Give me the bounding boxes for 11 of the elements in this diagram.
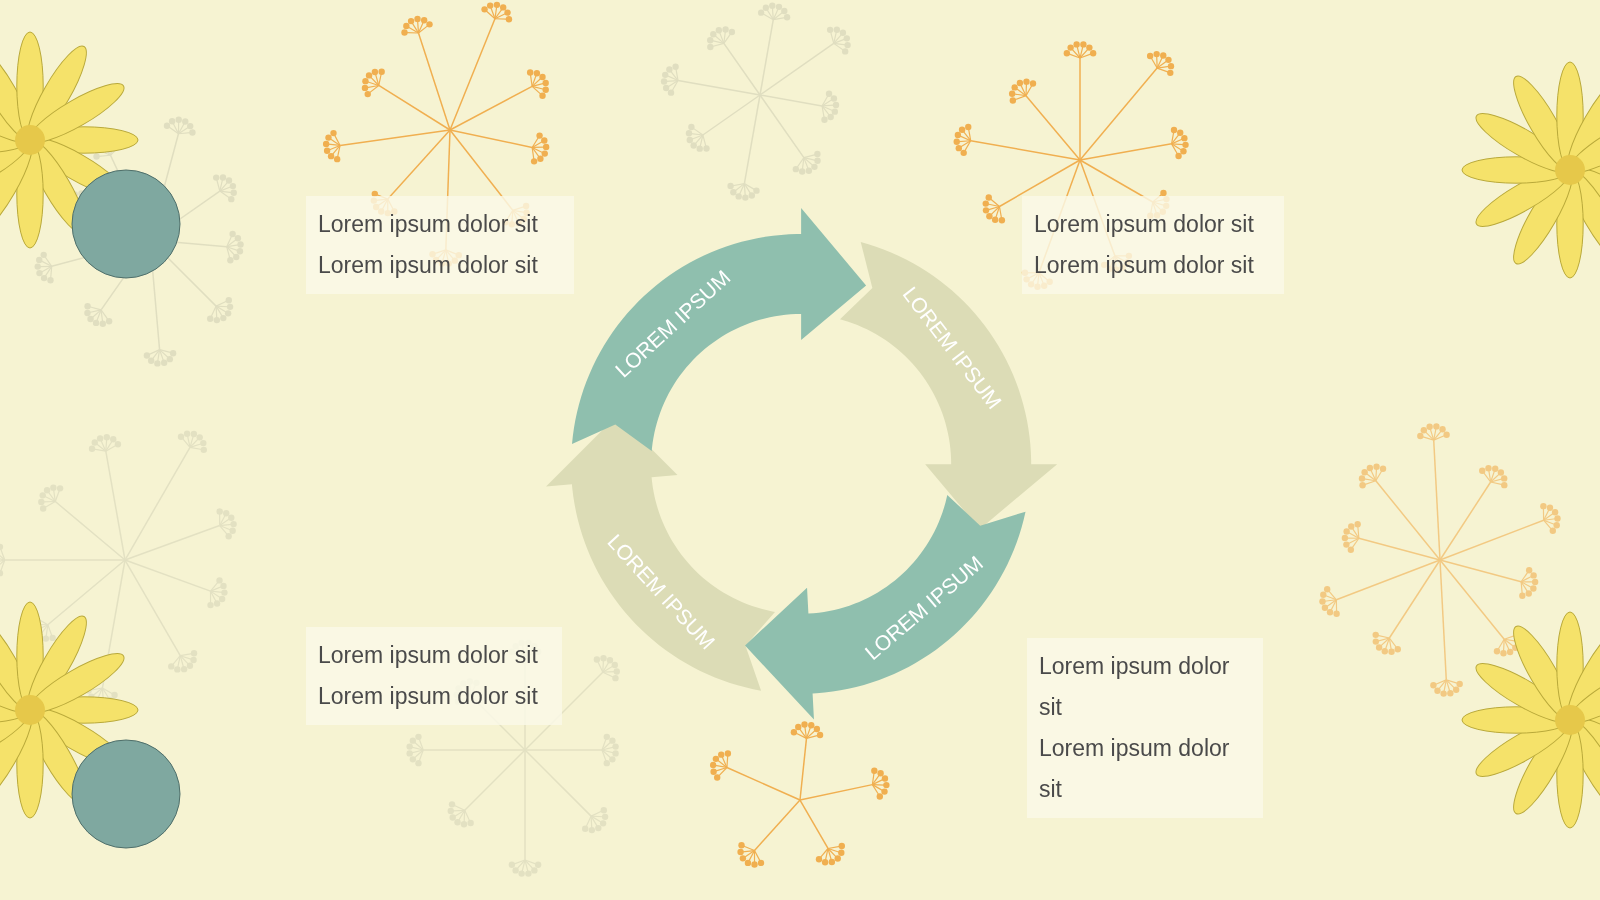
body-text: Lorem ipsum dolor sit (1034, 251, 1255, 280)
body-text: Lorem ipsum dolor sit (1034, 210, 1255, 239)
text-panel (306, 196, 574, 294)
text-panel (306, 627, 562, 725)
body-text: Lorem ipsum dolor sit (1039, 734, 1231, 804)
body-text: Lorem ipsum dolor sit (318, 210, 539, 239)
body-text: Lorem ipsum dolor sit (318, 251, 539, 280)
body-text: Lorem ipsum dolor sit (318, 682, 539, 711)
text-panel (1022, 196, 1284, 294)
body-text: Lorem ipsum dolor sit (318, 641, 539, 670)
body-text: Lorem ipsum dolor sit (1039, 652, 1231, 722)
